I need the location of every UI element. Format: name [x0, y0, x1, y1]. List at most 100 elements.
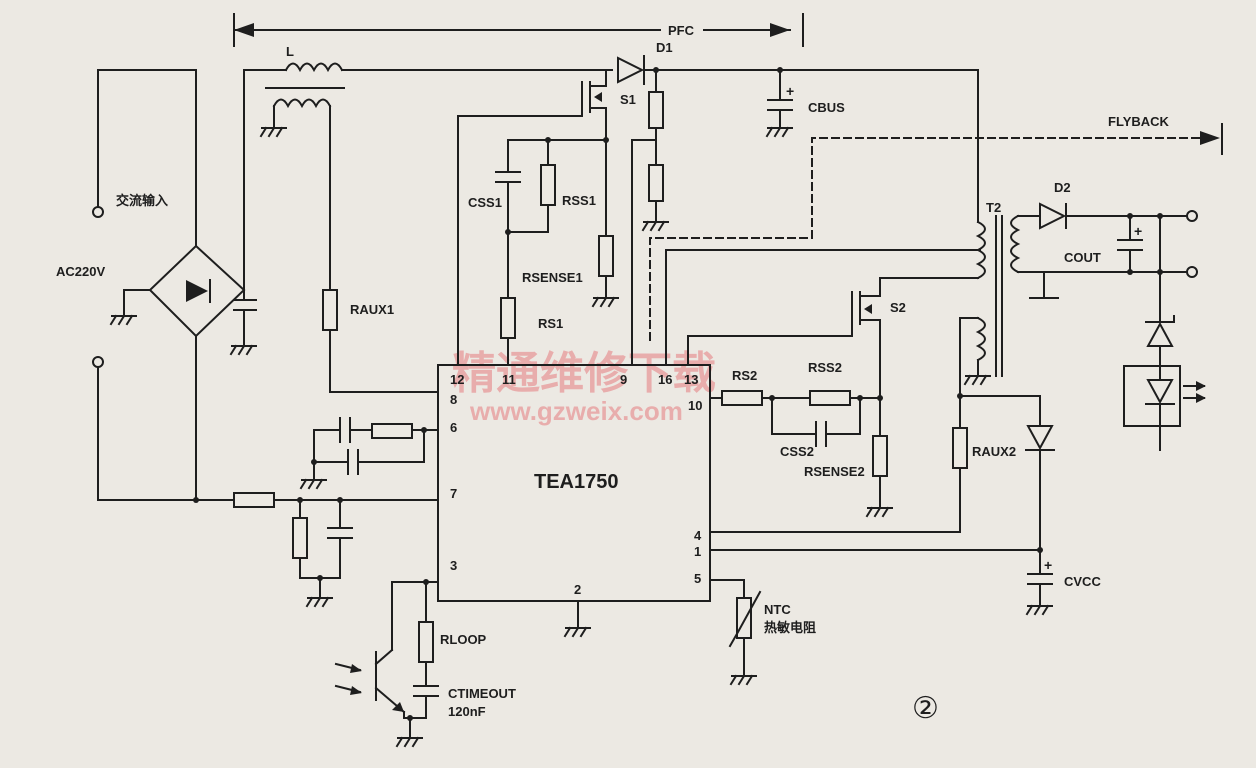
rsense1-label: RSENSE1 [522, 270, 583, 285]
rs2-label: RS2 [732, 368, 757, 383]
pin-10: 10 [688, 398, 702, 413]
pin-2: 2 [574, 582, 581, 597]
ground-icon [229, 344, 257, 356]
pin-11: 11 [502, 372, 516, 387]
ground-icon [395, 736, 423, 748]
ground-icon [305, 596, 333, 608]
ctimeout-value: 120nF [448, 704, 486, 719]
pfc-inductor-l [243, 62, 345, 291]
flyback-arrow [649, 123, 1223, 341]
css1-label: CSS1 [468, 195, 502, 210]
cbus-label: CBUS [808, 100, 845, 115]
rs2-resistor [721, 390, 763, 406]
capacitor-cbus: + [765, 69, 794, 138]
ac-input-terminal-bottom [92, 356, 104, 368]
pin-9: 9 [620, 372, 627, 387]
ground-icon [259, 126, 287, 138]
raux2-label: RAUX2 [972, 444, 1016, 459]
output-terminal-negative [1186, 266, 1198, 278]
ntc-chinese-label: 热敏电阻 [764, 620, 816, 635]
ntc-label: NTC [764, 602, 791, 617]
ac-input-label: 交流输入 [116, 193, 168, 208]
output-terminal-positive [1186, 210, 1198, 222]
pin-13: 13 [684, 372, 698, 387]
pin-1: 1 [694, 544, 701, 559]
capacitor-cvcc: + [1025, 549, 1053, 616]
rsense2-label: RSENSE2 [804, 464, 865, 479]
rloop-resistor [418, 621, 434, 663]
ground-icon [299, 478, 327, 490]
rs1-label: RS1 [538, 316, 563, 331]
aux-diode [1025, 425, 1055, 451]
bus-divider-resistor-top [648, 91, 664, 129]
s2-label: S2 [890, 300, 906, 315]
ac-voltage-label: AC220V [56, 264, 105, 279]
inductor-label: L [286, 44, 294, 59]
mosfet-s1 [457, 69, 607, 366]
bridge-rectifier [109, 244, 246, 338]
rss2-resistor [809, 390, 851, 406]
css2-label: CSS2 [780, 444, 814, 459]
rss1-resistor [540, 164, 556, 206]
raux1-label: RAUX1 [350, 302, 394, 317]
cout-label: COUT [1064, 250, 1101, 265]
d1-label: D1 [656, 40, 673, 55]
ground-icon [563, 626, 591, 638]
rs1-resistor [500, 297, 516, 339]
svg-text:+: + [786, 83, 794, 99]
ground-icon [109, 314, 137, 326]
cvcc-label: CVCC [1064, 574, 1101, 589]
rsense2-resistor [872, 435, 888, 477]
pin-6: 6 [450, 420, 457, 435]
pfc-label: PFC [668, 23, 695, 38]
svg-text:+: + [1044, 557, 1052, 573]
rss1-label: RSS1 [562, 193, 596, 208]
optocoupler-led [1146, 379, 1174, 405]
pin-3: 3 [450, 558, 457, 573]
pin7-shunt-resistor [292, 517, 308, 559]
ground-icon [641, 220, 669, 232]
ground-icon [1025, 604, 1053, 616]
pin-8: 8 [450, 392, 457, 407]
pin-16: 16 [658, 372, 672, 387]
svg-text:+: + [1134, 223, 1142, 239]
pin-5: 5 [694, 571, 701, 586]
ground-icon [765, 126, 793, 138]
tea1750-chip [437, 364, 711, 602]
s1-label: S1 [620, 92, 636, 107]
rloop-label: RLOOP [440, 632, 487, 647]
rss2-label: RSS2 [808, 360, 842, 375]
bus-divider-resistor-bottom [648, 164, 664, 202]
watermark-url: www.gzweix.com [469, 396, 683, 426]
mosfet-s2 [851, 277, 881, 399]
flyback-label: FLYBACK [1108, 114, 1170, 129]
watermark-title: 精通维修下载 [452, 348, 716, 399]
capacitor-cout: + [1117, 215, 1143, 273]
pin7-series-resistor [233, 492, 275, 508]
t2-label: T2 [986, 200, 1001, 215]
rsense1-resistor [598, 235, 614, 277]
ground-icon [591, 296, 619, 308]
optocoupler-phototransistor [334, 581, 406, 714]
diode-d2 [1039, 202, 1067, 230]
raux2-resistor [952, 427, 968, 469]
pin6-resistor [371, 423, 413, 439]
pfc-span-arrow [233, 13, 804, 47]
pin-12: 12 [450, 372, 464, 387]
ctimeout-label: CTIMEOUT [448, 686, 516, 701]
transformer-t2 [879, 69, 1021, 377]
ground-icon [729, 674, 757, 686]
pin-7: 7 [450, 486, 457, 501]
raux1-resistor [322, 289, 338, 331]
ground-icon [963, 374, 991, 386]
chip-label: TEA1750 [534, 471, 619, 493]
ac-input-terminal-top [92, 206, 104, 218]
zener-diode [1146, 321, 1174, 347]
ground-icon [865, 506, 893, 518]
pin-4: 4 [694, 528, 702, 543]
diode-d1 [617, 55, 645, 85]
d2-label: D2 [1054, 180, 1071, 195]
figure-number: ② [912, 692, 939, 725]
